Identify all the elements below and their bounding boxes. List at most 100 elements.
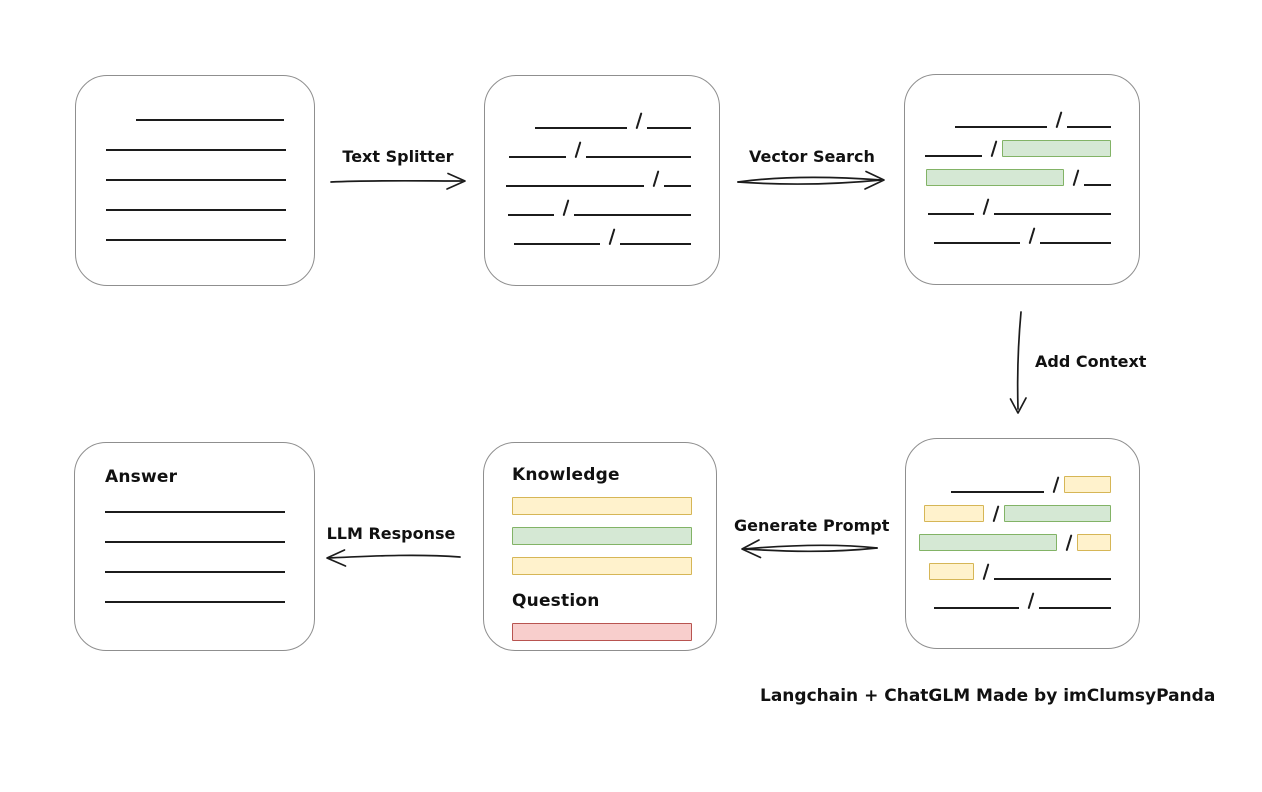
chunk-row [508, 187, 691, 217]
slash-divider [562, 199, 570, 217]
text-line [925, 155, 982, 157]
chunk-row [509, 100, 691, 130]
chunk-row [929, 551, 1111, 581]
add-context-label: Add Context [1035, 352, 1147, 371]
text-line [535, 127, 627, 129]
text-line [1067, 126, 1111, 128]
text-line [508, 214, 554, 216]
green-chunk [919, 534, 1057, 551]
text-line [105, 541, 285, 543]
yellow-chunk [929, 563, 974, 580]
slash-divider [1055, 111, 1063, 129]
context-chunks-box [905, 438, 1140, 649]
green-chunk [1002, 140, 1111, 157]
chunk-row [509, 129, 691, 159]
yellow-chunk [1064, 476, 1111, 493]
answer-box: Answer [74, 442, 315, 651]
document-lines [76, 76, 314, 241]
text-line [586, 156, 691, 158]
slash-divider [574, 141, 582, 159]
slash-divider [1065, 534, 1073, 552]
text-line [105, 571, 285, 573]
green-chunk [1004, 505, 1111, 522]
vector-search-label: Vector Search [749, 147, 875, 166]
answer-lines [105, 511, 285, 603]
text-line [620, 243, 691, 245]
slash-divider [1052, 476, 1060, 494]
chunk-row [509, 216, 691, 246]
text-line [514, 243, 600, 245]
text-line [1039, 607, 1111, 609]
slash-divider [992, 505, 1000, 523]
text-line [994, 578, 1111, 580]
slash-divider [982, 198, 990, 216]
vector-search-results-box [904, 74, 1140, 285]
text-line [106, 239, 286, 241]
llm-response-label: LLM Response [326, 524, 456, 543]
slash-divider [1027, 592, 1035, 610]
source-document-box [75, 75, 315, 286]
text-line [106, 209, 286, 211]
text-line [106, 149, 286, 151]
chunks-rows [485, 76, 719, 246]
text-splitter-label: Text Splitter [342, 147, 454, 166]
text-line [994, 213, 1111, 215]
generate-prompt-arrow [741, 539, 878, 559]
search-results-rows [905, 75, 1139, 245]
question-label: Question [512, 591, 600, 611]
chunk-row [930, 580, 1111, 610]
question-bars [512, 623, 692, 641]
yellow-bar [512, 497, 692, 515]
chunk-row [926, 157, 1111, 187]
slash-divider [608, 228, 616, 246]
text-line [106, 179, 286, 181]
chunk-row [506, 158, 691, 188]
green-bar [512, 527, 692, 545]
green-chunk [926, 169, 1064, 186]
text-line [934, 242, 1020, 244]
text-line [955, 126, 1047, 128]
yellow-chunk [924, 505, 984, 522]
chunk-row [929, 215, 1111, 245]
chunk-row [928, 186, 1111, 216]
chunk-row [924, 493, 1111, 523]
vector-search-arrow [737, 170, 885, 190]
text-line [105, 511, 285, 513]
text-line [934, 607, 1019, 609]
text-splitter-arrow [330, 172, 466, 190]
generate-prompt-label: Generate Prompt [734, 516, 890, 535]
knowledge-bars [512, 497, 692, 575]
text-line [105, 601, 285, 603]
slash-divider [1072, 169, 1080, 187]
text-line [928, 213, 974, 215]
add-context-arrow [1009, 311, 1027, 414]
yellow-bar [512, 557, 692, 575]
yellow-chunk [1077, 534, 1111, 551]
text-line [506, 185, 644, 187]
text-line [647, 127, 691, 129]
chunk-row [929, 99, 1111, 129]
diagram-caption: Langchain + ChatGLM Made by imClumsyPand… [760, 686, 1216, 706]
chunk-row [919, 522, 1111, 552]
slash-divider [652, 170, 660, 188]
slash-divider [635, 112, 643, 130]
knowledge-label: Knowledge [512, 465, 620, 485]
llm-response-arrow [326, 549, 461, 567]
text-line [951, 491, 1044, 493]
red-bar [512, 623, 692, 641]
slash-divider [982, 563, 990, 581]
prompt-box: Knowledge Question [483, 442, 717, 651]
text-line [1084, 184, 1111, 186]
context-rows [906, 439, 1139, 610]
chunk-row [925, 128, 1111, 158]
answer-label: Answer [105, 467, 178, 487]
text-line [1040, 242, 1111, 244]
text-line [664, 185, 691, 187]
slash-divider [990, 140, 998, 158]
text-line [136, 119, 284, 121]
slash-divider [1028, 227, 1036, 245]
text-line [509, 156, 566, 158]
chunk-row [930, 464, 1111, 494]
text-line [574, 214, 691, 216]
